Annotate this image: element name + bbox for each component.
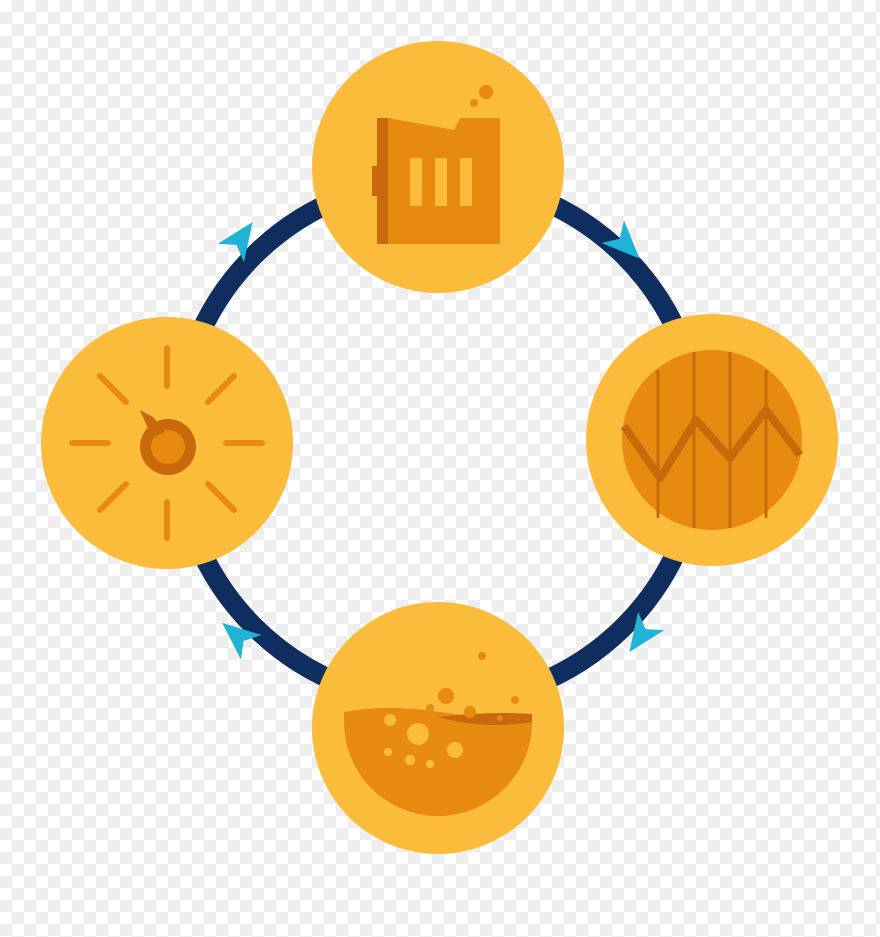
gauge-dial-icon bbox=[69, 345, 265, 541]
node-gauge bbox=[41, 317, 293, 569]
arrow-chart-to-liquid bbox=[629, 611, 665, 653]
factory-icon bbox=[372, 85, 500, 244]
arrow-gauge-to-factory bbox=[217, 221, 253, 263]
arrow-factory-to-chart bbox=[601, 220, 640, 259]
zigzag-chart-icon bbox=[620, 350, 804, 530]
arrow-liquid-to-gauge bbox=[222, 622, 262, 660]
node-liquid bbox=[312, 602, 564, 854]
bubbling-liquid-icon bbox=[344, 652, 532, 816]
node-factory bbox=[312, 41, 564, 293]
node-market-chart bbox=[586, 314, 838, 566]
